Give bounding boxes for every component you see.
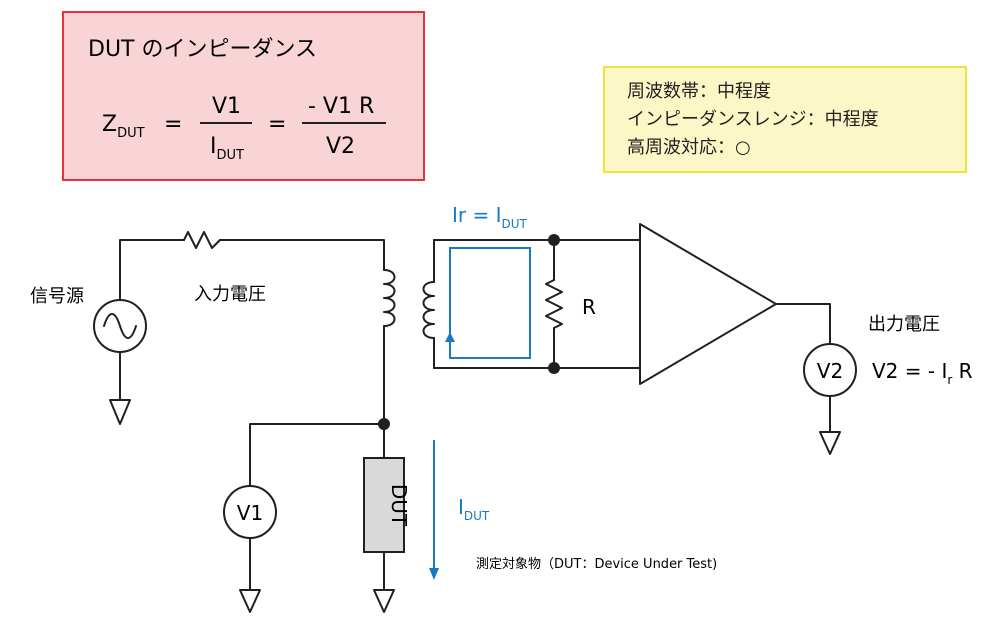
equals-sign-2: =	[268, 112, 286, 137]
resistor-label: R	[582, 295, 596, 319]
output-wire	[775, 303, 831, 345]
formula-title: DUT のインピーダンス	[88, 37, 317, 62]
z-symbol: ZDUT	[102, 112, 145, 141]
info-impedance-range: インピーダンスレンジ：中程度	[627, 109, 879, 130]
amplifier-triangle	[639, 223, 777, 385]
ir-label: Ir = IDUT	[452, 203, 528, 231]
ground-icon-source	[109, 399, 131, 425]
fraction2-denominator: V2	[326, 134, 355, 159]
fraction1-denominator: IDUT	[210, 134, 244, 163]
impedance-formula: DUT のインピーダンス ZDUT = V1 IDUT = - V1 R V2	[88, 37, 386, 163]
fraction1-numerator: V1	[212, 94, 241, 119]
junction-dot-r-bottom	[548, 362, 560, 374]
secondary-coil	[422, 281, 435, 339]
junction-dot-dut	[378, 418, 390, 430]
ir-arrow-head	[445, 332, 455, 342]
idut-arrow-head	[429, 568, 439, 580]
ground-icon-v1	[239, 589, 261, 613]
equals-sign-1: =	[164, 112, 182, 137]
v2-label: V2	[817, 359, 843, 383]
primary-coil	[383, 269, 396, 327]
idut-label: IDUT	[458, 495, 490, 523]
dut-block-label: DUT	[387, 484, 411, 527]
ground-icon-dut	[373, 589, 395, 613]
output-voltage-label: 出力電圧	[868, 314, 940, 335]
info-high-frequency: 高周波対応：○	[627, 137, 751, 158]
feedback-resistor	[545, 279, 563, 329]
dut-block	[363, 457, 405, 553]
input-voltage-label: 入力電圧	[194, 284, 266, 305]
ground-icon-v2	[819, 431, 841, 455]
v2-equation: V2 = - Ir R	[872, 359, 973, 387]
primary-top-wire	[219, 239, 385, 271]
characteristics-box: 周波数帯：中程度 インピーダンスレンジ：中程度 高周波対応：○	[603, 66, 967, 173]
info-frequency-band: 周波数帯：中程度	[627, 81, 771, 102]
input-resistor	[183, 231, 221, 249]
v1-label: V1	[237, 501, 263, 525]
signal-source-label: 信号源	[30, 286, 84, 307]
dut-caption: 測定対象物（DUT：Device Under Test)	[476, 557, 717, 572]
v1-top-wire	[249, 423, 385, 487]
fraction2-numerator: - V1 R	[308, 94, 374, 119]
source-top-wire	[119, 239, 185, 301]
sine-wave-icon	[103, 313, 137, 339]
impedance-formula-box: DUT のインピーダンス ZDUT = V1 IDUT = - V1 R V2	[62, 11, 425, 181]
junction-dot-r-top	[548, 234, 560, 246]
ir-current-loop	[449, 247, 531, 359]
